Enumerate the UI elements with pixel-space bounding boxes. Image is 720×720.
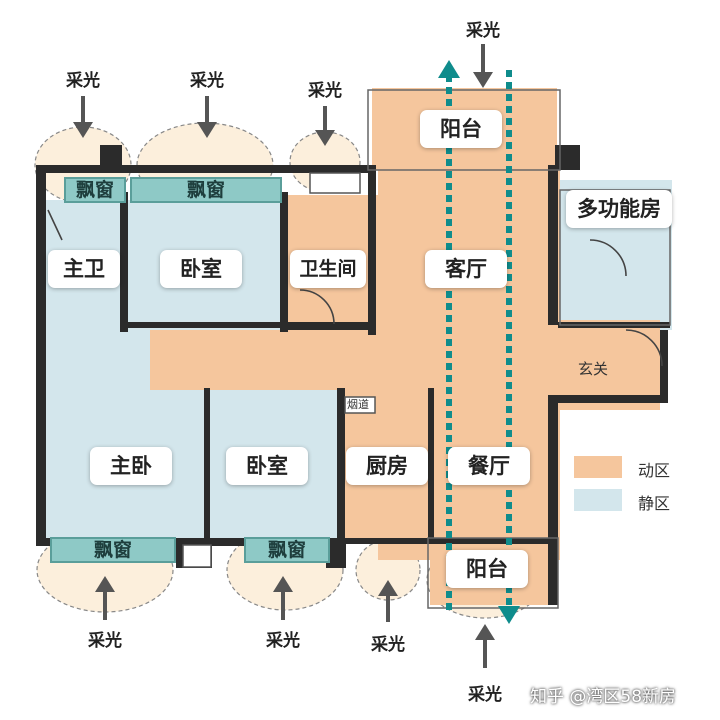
- legend-active-label: 动区: [638, 461, 671, 480]
- bay-window-label-2: 飘窗: [130, 177, 282, 203]
- legend-active-swatch: [574, 456, 622, 478]
- room-label-entrance: 玄关: [578, 360, 609, 378]
- watermark: 知乎 @湾区58新房: [530, 687, 677, 707]
- room-label-master-bath: 主卫: [48, 250, 120, 288]
- room-label-living-room: 客厅: [425, 250, 507, 288]
- door-arcs: [47, 209, 663, 367]
- legend-quiet-label: 静区: [638, 494, 671, 513]
- daylight-label-5: 采光: [88, 631, 122, 651]
- bay-window-label-4: 飘窗: [244, 537, 330, 563]
- daylight-label-1: 采光: [66, 71, 100, 91]
- bay-window-label-3: 飘窗: [50, 537, 176, 563]
- active-zone-floors: [150, 88, 660, 605]
- daylight-label-8: 采光: [468, 685, 502, 705]
- daylight-label-4: 采光: [466, 21, 500, 41]
- room-label-kitchen: 厨房: [346, 447, 428, 485]
- room-label-flue: 烟道: [347, 398, 369, 411]
- daylight-label-2: 采光: [190, 71, 224, 91]
- room-label-bedroom-bottom: 卧室: [226, 447, 308, 485]
- daylight-arrows: [73, 44, 495, 668]
- bay-window-label-1: 飘窗: [64, 177, 126, 203]
- room-label-bedroom-top: 卧室: [160, 250, 242, 288]
- room-label-dining-room: 餐厅: [448, 447, 530, 485]
- daylight-label-7: 采光: [371, 635, 405, 655]
- room-label-multi-room: 多功能房: [566, 190, 672, 228]
- room-label-balcony-bottom: 阳台: [446, 550, 528, 588]
- room-label-balcony-top: 阳台: [420, 110, 502, 148]
- room-label-bathroom: 卫生间: [290, 250, 366, 288]
- vent-boxes: [182, 172, 376, 568]
- daylight-label-6: 采光: [266, 631, 300, 651]
- walls: [36, 145, 670, 605]
- daylight-label-3: 采光: [308, 81, 342, 101]
- circulation-arrows: [438, 60, 520, 624]
- room-label-master-bedroom: 主卧: [90, 447, 172, 485]
- legend-quiet-swatch: [574, 489, 622, 511]
